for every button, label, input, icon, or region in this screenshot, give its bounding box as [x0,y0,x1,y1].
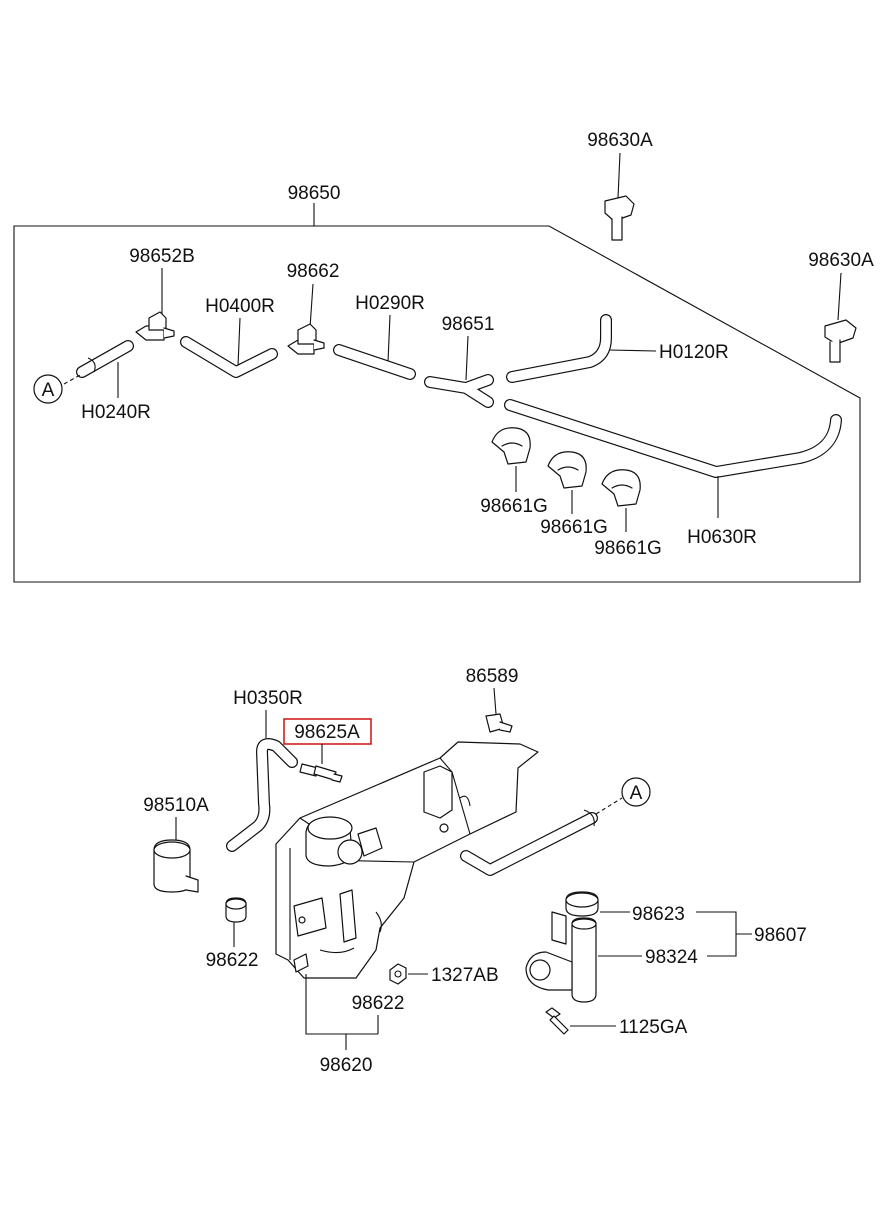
hose-H0290R [333,344,416,380]
washer-nozzle-icon [604,195,635,241]
assembly-frame-98650 [13,225,861,583]
leader-98630A-right [837,272,842,321]
part-label-98661G-1: 98661G [480,496,548,517]
part-label-H0630R: H0630R [687,527,757,548]
tee-connector-icon [287,323,325,355]
washer-nozzle-icon [824,319,857,363]
leader-H0290R [387,314,391,363]
hose-H0400R [180,336,278,378]
leader-H0400R [237,317,241,367]
bolt-icon [545,1007,569,1035]
part-label-86589: 86589 [466,666,519,687]
reference-label-A-top: A [42,380,55,401]
part-label-98622-left: 98622 [206,950,259,971]
part-label-98623: 98623 [632,904,685,925]
part-label-98625A[interactable]: 98625A [294,722,360,743]
tee-connector-icon [135,311,175,341]
part-label-98651: 98651 [442,314,495,335]
filler-neck [305,816,383,867]
leader-86589 [493,687,497,715]
hose-clip-icon [491,427,531,465]
part-label-H0240R: H0240R [81,402,151,423]
part-label-H0120R: H0120R [659,342,729,363]
part-label-98324: 98324 [645,947,698,968]
reference-circle-A-top [33,374,63,404]
washer-reservoir-tank [275,741,539,979]
bracket-98620 [305,974,378,1035]
part-label-98510A: 98510A [143,795,209,816]
part-label-H0400R: H0400R [205,296,275,317]
hose-H0350R [226,738,298,852]
washer-pump-icon [153,839,199,893]
part-label-98662: 98662 [287,261,340,282]
part-label-98630A-right: 98630A [808,250,874,271]
part-label-98607: 98607 [754,925,807,946]
filler-cap-98623 [565,891,599,917]
leader-98630A-top [617,152,621,199]
part-label-H0350R: H0350R [233,688,303,709]
filler-pipe-98324 [525,911,597,1003]
part-label-H0290R: H0290R [355,293,425,314]
nut-icon [389,963,407,985]
part-label-98620: 98620 [320,1055,373,1076]
part-label-98622-mid: 98622 [352,993,405,1014]
cap-icon [485,713,513,733]
leader-H0120R [608,349,657,352]
hose-H0240R [76,340,134,378]
grommet-icon [225,897,247,923]
leader-98651 [465,335,469,381]
hose-H0120R [506,314,612,383]
bracket-98607 [696,911,752,957]
dashed-leader-A-bottom [595,797,623,815]
hose-clip-icon [547,451,587,489]
highlight-box-98625A [283,718,372,745]
part-label-98661G-3: 98661G [594,538,662,559]
reference-label-A-bottom: A [630,783,643,804]
part-label-1327AB: 1327AB [431,965,499,986]
leader-98662 [309,283,314,329]
hose-H0630R [504,399,842,478]
part-label-98652B: 98652B [129,246,195,267]
check-valve-icon [299,763,343,783]
part-label-98630A-top: 98630A [587,130,653,151]
hose-clip-icon [601,469,641,507]
hose-to-A [460,809,598,876]
part-label-98661G-2: 98661G [540,517,608,538]
y-joint-98651 [424,374,494,408]
reference-circle-A-bottom [621,777,651,807]
dashed-leader-A-top [63,373,83,385]
part-label-98650: 98650 [288,183,341,204]
part-label-1125GA: 1125GA [619,1017,688,1038]
